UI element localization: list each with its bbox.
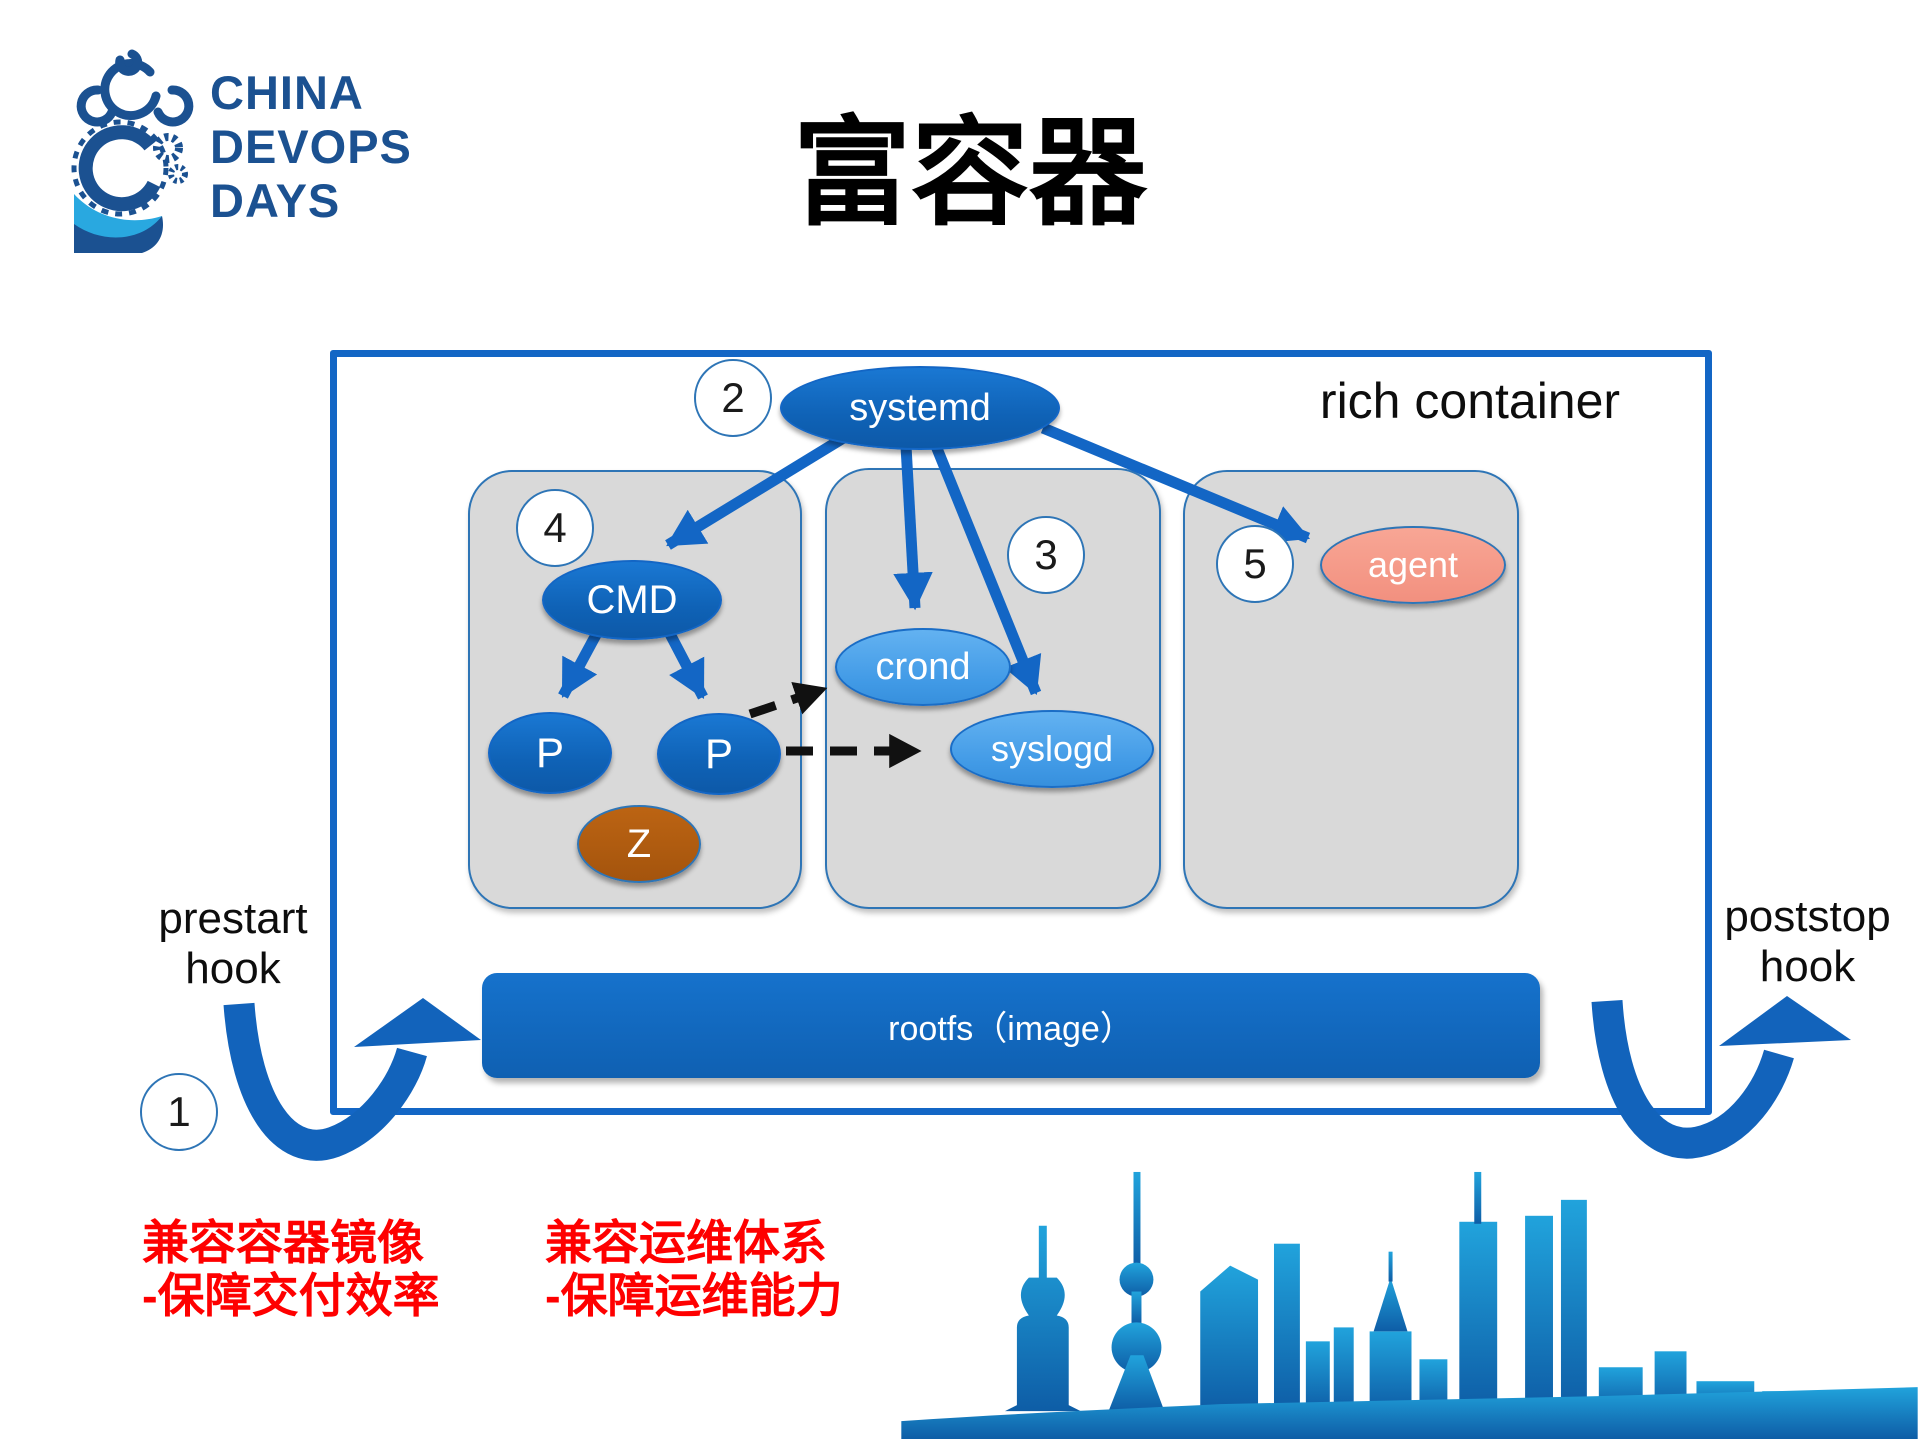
note-image-compat: 兼容容器镜像 -保障交付效率 [142, 1216, 440, 1322]
logo-line-days: DAYS [210, 174, 341, 227]
node-systemd: systemd [780, 366, 1060, 450]
logo-text: CHINA DEVOPS DAYS [210, 66, 412, 228]
prestart-hook-line2: hook [185, 944, 281, 993]
step-badge-1: 1 [140, 1073, 218, 1151]
prestart-hook-line1: prestart [158, 894, 308, 943]
logo-line-devops: DEVOPS [210, 120, 412, 173]
step-badge-4: 4 [516, 489, 594, 567]
logo-line-china: CHINA [210, 66, 364, 119]
node-agent: agent [1320, 526, 1506, 604]
poststop-hook-line2: hook [1759, 942, 1856, 991]
step-badge-5: 5 [1216, 525, 1294, 603]
node-syslogd: syslogd [950, 710, 1154, 788]
rich-container-label: rich container [1319, 373, 1621, 429]
step-badge-2: 2 [694, 359, 772, 437]
node-process-right: P [657, 713, 781, 795]
note-ops-compat: 兼容运维体系 -保障运维能力 [545, 1216, 843, 1322]
note-image-compat-line2: -保障交付效率 [142, 1269, 440, 1322]
logo-emblem-icon [71, 49, 194, 253]
rich-container-boundary [330, 350, 1712, 1115]
slide-title: 富容器 [792, 108, 1147, 240]
step-badge-3: 3 [1007, 516, 1085, 594]
prestart-hook-label: prestart hook [108, 894, 358, 994]
node-process-left: P [488, 712, 612, 794]
node-crond: crond [835, 628, 1011, 706]
rootfs-image-bar: rootfs（image） [482, 973, 1540, 1078]
note-image-compat-line1: 兼容容器镜像 [142, 1216, 424, 1269]
city-skyline-graphic [901, 1171, 1918, 1439]
node-zombie: Z [577, 805, 701, 883]
devops-days-logo: CHINA DEVOPS DAYS [58, 42, 438, 257]
poststop-hook-line1: poststop [1724, 892, 1891, 941]
note-ops-compat-line1: 兼容运维体系 [545, 1216, 827, 1269]
poststop-hook-label: poststop hook [1690, 892, 1919, 992]
node-cmd: CMD [542, 560, 722, 640]
note-ops-compat-line2: -保障运维能力 [545, 1269, 843, 1322]
